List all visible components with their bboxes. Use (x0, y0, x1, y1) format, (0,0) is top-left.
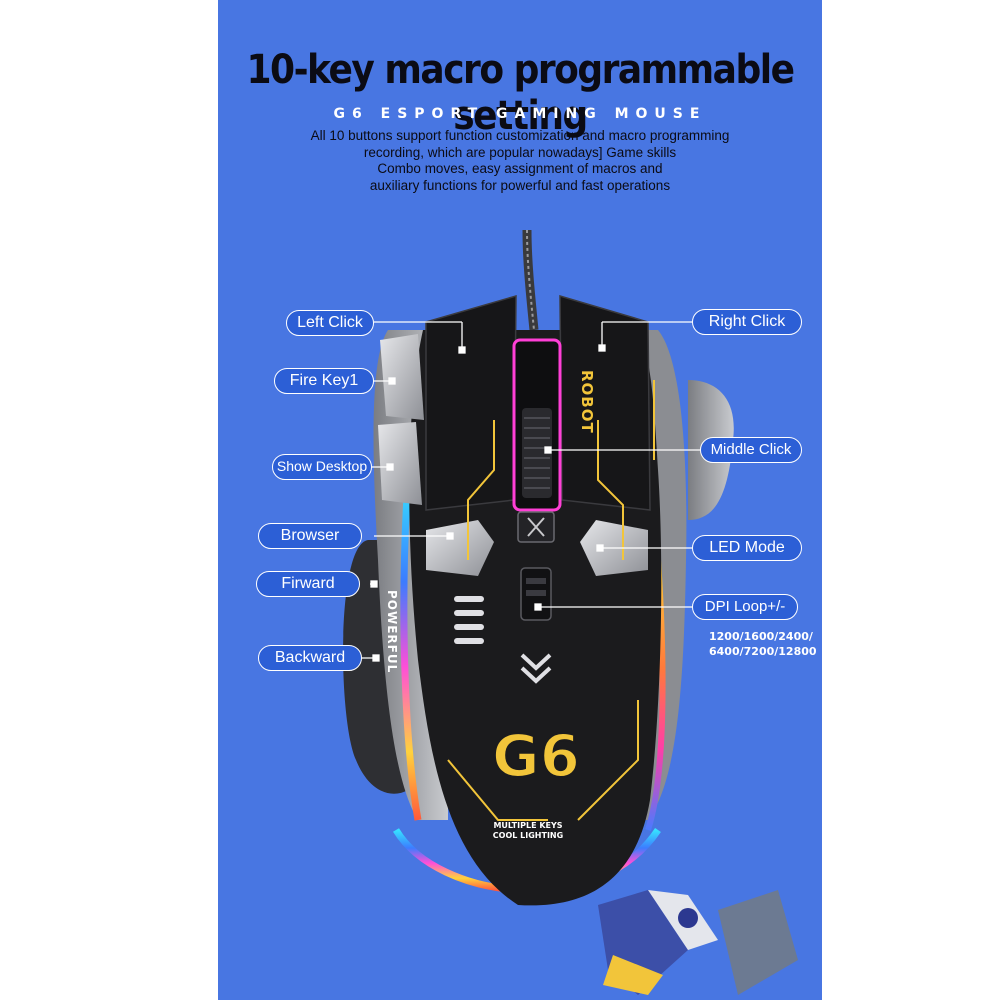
description-line: All 10 buttons support function customiz… (310, 128, 730, 143)
callout-middle-click: Middle Click (700, 437, 802, 463)
page-title: 10-key macro programmable setting (246, 47, 795, 139)
fire-key-button (380, 334, 424, 420)
callout-browser: Browser (258, 523, 362, 549)
callout-backward: Backward (258, 645, 362, 671)
description-line: auxiliary functions for powerful and fas… (369, 177, 671, 193)
dpi-values-line1: 1200/1600/2400/ (709, 630, 813, 643)
brand-top-text: ROBOT (578, 370, 596, 434)
x-icon (527, 517, 545, 537)
scroll-wheel (522, 408, 552, 498)
robot-illustration (598, 890, 798, 995)
callout-right-click: Right Click (692, 309, 802, 335)
callout-dpi-loop: DPI Loop+/- (692, 594, 798, 620)
rgb-strip-left (400, 479, 422, 821)
callout-fire-key: Fire Key1 (274, 368, 374, 394)
left-click-button (425, 294, 517, 511)
description: All 10 buttons support function customiz… (258, 128, 782, 194)
dpi-values-line2: 6400/7200/12800 (709, 645, 817, 658)
leader-lines (354, 321, 700, 662)
callout-left-click: Left Click (286, 310, 374, 336)
model-logo: G6 (492, 722, 580, 790)
description-line: recording, which are popular nowadays] G… (363, 144, 677, 160)
vent-slots (454, 596, 484, 644)
tagline-line1: MULTIPLE KEYS (493, 821, 562, 830)
tagline-line2: COOL LIGHTING (493, 831, 563, 840)
chevron-down-icon (520, 653, 552, 684)
product-subtitle: G6 ESPORT GAMING MOUSE (333, 106, 707, 122)
description-line: Combo moves, easy assignment of macros a… (377, 161, 663, 176)
callout-show-desktop: Show Desktop (272, 454, 372, 480)
callout-led-mode: LED Mode (692, 535, 802, 561)
product-panel: 10-key macro programmable setting G6 ESP… (218, 0, 822, 1000)
mouse-illustration: G6 ROBOT POWERFUL MULTIPLE KEYS COOL LIG… (343, 229, 798, 995)
cable (522, 229, 539, 331)
browser-button (426, 520, 494, 576)
show-desktop-button (378, 422, 422, 505)
brand-side-text: POWERFUL (385, 590, 399, 673)
right-click-button (559, 294, 651, 511)
callout-forward: Firward (256, 571, 360, 597)
